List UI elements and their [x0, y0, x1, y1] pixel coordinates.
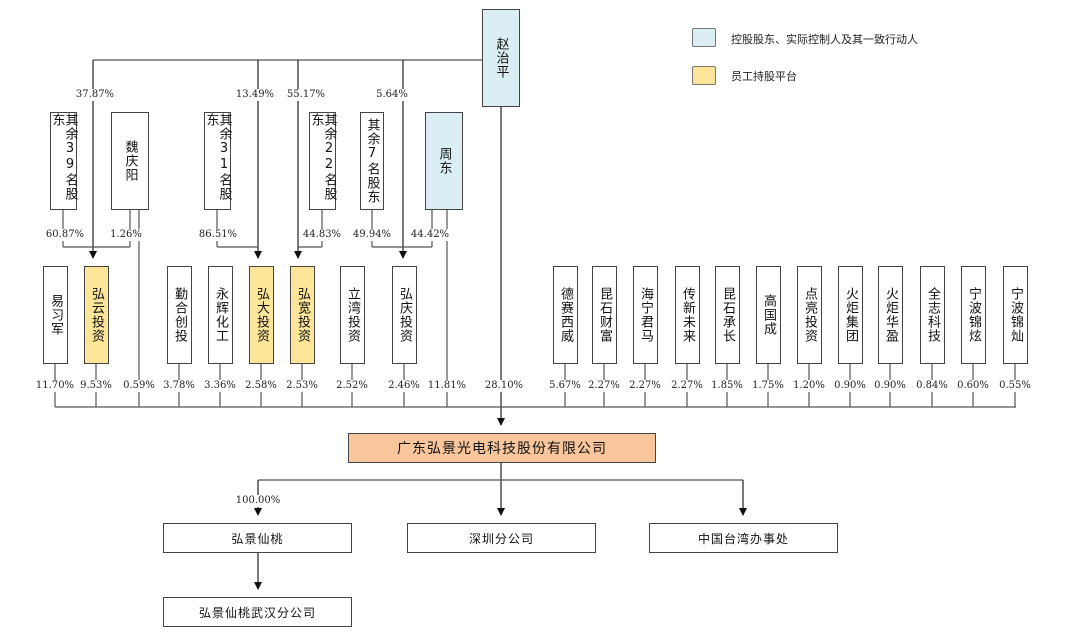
pct-label-direct: 2.53%: [285, 380, 319, 392]
pct-label-controller: 5.64%: [375, 89, 409, 101]
pct-label-upper: 44.42%: [409, 229, 451, 241]
pct-label-direct: 0.55%: [998, 380, 1032, 392]
node-direct-shareholder: 宁波锦灿: [1003, 266, 1028, 364]
pct-label-direct-weiqingyang: 0.59%: [122, 380, 156, 392]
node-direct-shareholder: 宁波锦炫: [961, 266, 986, 364]
node-sub-branch: 弘景仙桃武汉分公司: [163, 597, 352, 627]
node-direct-shareholder: 火炬华盈: [878, 266, 903, 364]
pct-label-upper: 49.94%: [351, 229, 393, 241]
node-subsidiary: 深圳分公司: [407, 523, 596, 553]
pct-label-direct: 0.84%: [915, 380, 949, 392]
pct-label-direct: 11.70%: [34, 380, 76, 392]
node-upper-shareholder: 其余31名股东: [204, 112, 232, 210]
node-top-controller: 赵治平: [482, 9, 520, 107]
node-subsidiary: 弘景仙桃: [163, 523, 352, 553]
node-direct-shareholder: 弘庆投资: [392, 266, 417, 364]
legend-label-controller: 控股股东、实际控制人及其一致行动人: [731, 33, 918, 46]
legend-swatch-controller: [692, 28, 716, 47]
pct-label-direct-controller: 28.10%: [483, 380, 525, 392]
pct-label-direct: 0.90%: [873, 380, 907, 392]
pct-label-direct: 5.67%: [548, 380, 582, 392]
pct-label-direct: 2.27%: [670, 380, 704, 392]
pct-label-direct: 2.27%: [628, 380, 662, 392]
pct-label-controller: 37.87%: [74, 89, 116, 101]
pct-label-subsidiary: 100.00%: [234, 495, 282, 507]
pct-label-direct: 2.52%: [335, 380, 369, 392]
node-direct-shareholder: 立湾投资: [340, 266, 365, 364]
pct-label-direct: 0.90%: [833, 380, 867, 392]
node-direct-shareholder: 火炬集团: [838, 266, 863, 364]
legend-swatch-esop: [692, 66, 716, 85]
pct-label-controller: 55.17%: [285, 89, 327, 101]
node-company: 广东弘景光电科技股份有限公司: [348, 433, 656, 463]
pct-label-direct: 2.58%: [244, 380, 278, 392]
node-direct-shareholder: 传新未来: [675, 266, 700, 364]
node-upper-shareholder: 魏庆阳: [111, 112, 149, 210]
pct-label-direct: 2.27%: [587, 380, 621, 392]
pct-label-direct: 3.78%: [162, 380, 196, 392]
pct-label-direct: 2.46%: [387, 380, 421, 392]
pct-label-direct: 0.60%: [956, 380, 990, 392]
node-upper-shareholder: 其余22名股东: [309, 112, 337, 210]
node-upper-shareholder: 其余39名股东: [50, 112, 78, 210]
node-upper-shareholder: 其余7名股东: [360, 112, 384, 210]
node-direct-shareholder: 昆石财富: [592, 266, 617, 364]
node-upper-shareholder-controller: 周东: [425, 112, 463, 210]
node-direct-shareholder: 永辉化工: [208, 266, 233, 364]
pct-label-direct: 1.85%: [710, 380, 744, 392]
pct-label-direct-zhoudong: 11.81%: [426, 380, 468, 392]
node-direct-shareholder: 弘宽投资: [290, 266, 315, 364]
node-direct-shareholder: 昆石承长: [715, 266, 740, 364]
node-direct-shareholder: 高国成: [756, 266, 781, 364]
legend-label-esop: 员工持股平台: [731, 70, 797, 83]
node-direct-shareholder: 点亮投资: [797, 266, 822, 364]
pct-label-upper: 44.83%: [301, 229, 343, 241]
pct-label-controller: 13.49%: [234, 89, 276, 101]
node-direct-shareholder: 海宁君马: [633, 266, 658, 364]
pct-label-direct: 3.36%: [203, 380, 237, 392]
node-direct-shareholder: 全志科技: [920, 266, 945, 364]
pct-label-direct: 1.75%: [751, 380, 785, 392]
pct-label-upper: 1.26%: [109, 229, 143, 241]
pct-label-direct: 9.53%: [79, 380, 113, 392]
node-direct-shareholder: 勤合创投: [167, 266, 192, 364]
pct-label-upper: 60.87%: [44, 229, 86, 241]
node-direct-shareholder: 易习军: [43, 266, 68, 364]
pct-label-upper: 86.51%: [197, 229, 239, 241]
node-direct-shareholder: 弘大投资: [249, 266, 274, 364]
node-direct-shareholder: 弘云投资: [84, 266, 109, 364]
node-direct-shareholder: 德赛西威: [553, 266, 578, 364]
node-subsidiary: 中国台湾办事处: [649, 523, 838, 553]
pct-label-direct: 1.20%: [792, 380, 826, 392]
